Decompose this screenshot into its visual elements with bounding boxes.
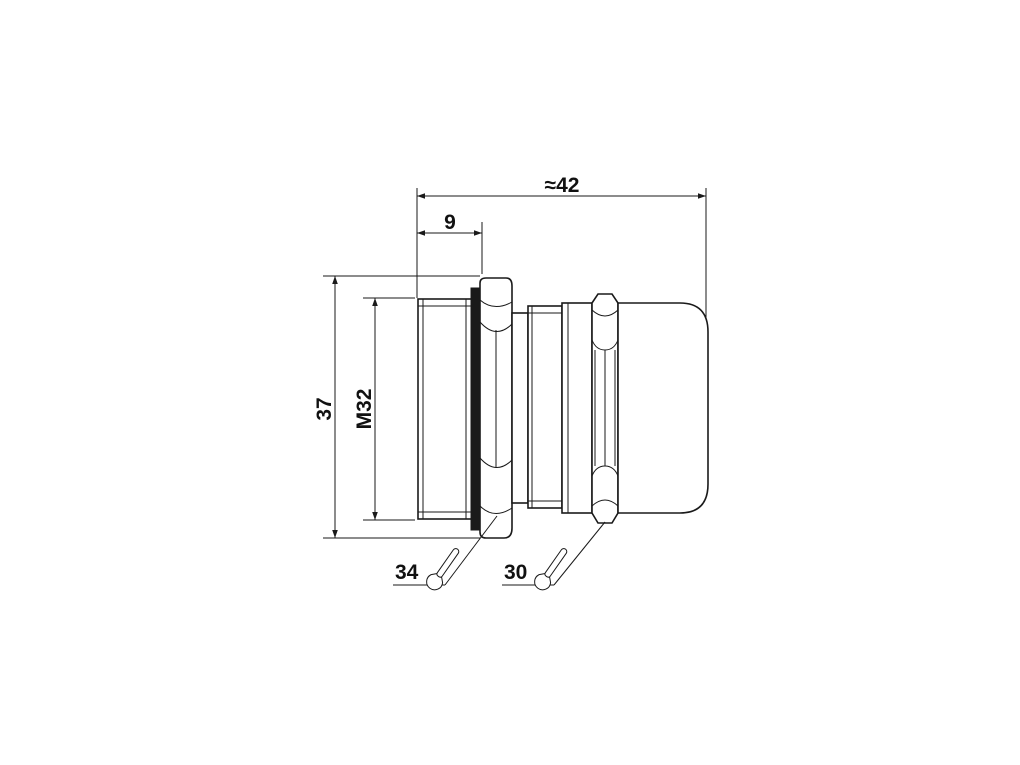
lock-nut xyxy=(479,277,513,539)
wrench-callout-lock-nut: 34 xyxy=(393,515,498,591)
dimension-thread-length-label: 9 xyxy=(444,211,456,234)
dimension-thread-length: 9 xyxy=(417,211,482,236)
wrench-size-cap-nut-label: 30 xyxy=(504,561,527,584)
dimension-thread-size-label: M32 xyxy=(353,389,376,430)
open-end-wrench-icon xyxy=(534,548,568,591)
extension-lines xyxy=(323,188,707,539)
sealing-dome xyxy=(617,302,709,514)
dimension-outer-height-label: 37 xyxy=(313,397,336,420)
dimension-overall-length: ≈42 xyxy=(417,174,706,199)
sealing-ring xyxy=(470,287,480,531)
dimension-outer-height: 37 xyxy=(313,276,338,538)
dimension-overall-length-label: ≈42 xyxy=(545,174,580,197)
cable-gland xyxy=(417,277,709,539)
open-end-wrench-icon xyxy=(426,548,460,591)
cap-nut xyxy=(561,293,619,524)
threaded-entry xyxy=(417,298,473,520)
wrench-size-lock-nut-label: 34 xyxy=(395,561,419,584)
wrench-callout-cap-nut: 30 xyxy=(502,521,606,591)
dimension-thread-size: M32 xyxy=(353,298,378,520)
body-neck xyxy=(511,305,563,509)
